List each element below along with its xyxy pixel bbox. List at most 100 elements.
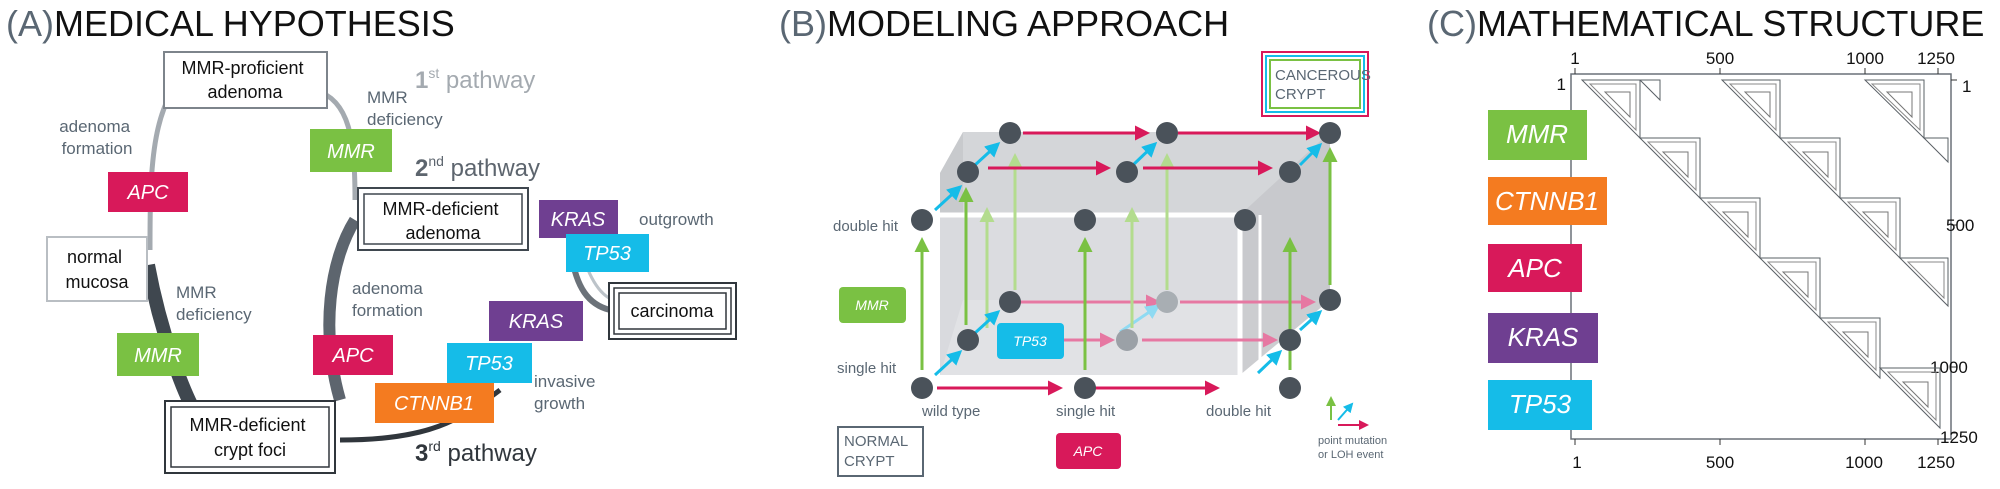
node-000 [911, 377, 933, 399]
panel-c: (C)MATHEMATICAL STRUCTURE 1 500 1000 125… [1427, 3, 1984, 472]
gene-tag-tp53-2: TP53 [447, 343, 532, 383]
sparsity-block-7 [1698, 197, 1761, 260]
sparsity-block-12 [1898, 257, 1949, 308]
box-normal-mucosa-line2: mucosa [65, 272, 129, 292]
box-carcinoma-inner2 [618, 292, 727, 330]
arrow-cyan-7 [1256, 349, 1283, 375]
panel-a-letter: (A) [6, 3, 54, 44]
matrix-side-axes: 1 1 500 1000 1250 [1557, 75, 1978, 447]
matrix-bottom-axis: 1 500 1000 1250 [1572, 439, 1955, 472]
gene-tag-mmr-1: MMR [310, 129, 392, 172]
svg-text:MMR: MMR [855, 297, 888, 313]
sparsity-block-1 [1580, 79, 1661, 140]
arrow-cyan-2 [973, 309, 1001, 335]
box-crypt-foci-line1: MMR-deficient [189, 415, 305, 435]
sparsity-block-2 [1638, 137, 1701, 200]
arrow-cyan-6 [1298, 142, 1323, 167]
svg-text:MMR-deficient adenoma: MMR-deficient adenoma [382, 199, 503, 243]
tick-right-label-1000: 1000 [1930, 358, 1968, 377]
label-mmr-deficiency-2b: deficiency [176, 305, 252, 324]
matrix-top-axis: 1 500 1000 1250 [1570, 49, 1955, 74]
svg-text:invasive growth: invasive growth [534, 372, 600, 413]
svg-text:MMR: MMR [134, 345, 182, 367]
panel-a: (A)MEDICAL HYPOTHESIS MMR-proficient ade… [6, 3, 737, 474]
legend-line2: or LOH event [1318, 449, 1383, 461]
node-221 [1319, 122, 1341, 144]
tick-right-label-1: 1 [1962, 77, 1971, 96]
node-001 [911, 209, 933, 231]
node-111 [1116, 161, 1138, 183]
svg-text:TP53: TP53 [1509, 389, 1572, 419]
svg-text:KRAS: KRAS [1508, 322, 1579, 352]
node-120 [1156, 291, 1178, 313]
svg-text:TP53: TP53 [583, 243, 631, 265]
y-label-single-hit: single hit [837, 360, 897, 377]
gene-tag-apc-2: APC [313, 335, 393, 375]
node-200 [1279, 377, 1301, 399]
panel-b-title: MODELING APPROACH [827, 3, 1229, 44]
normal-crypt-line2: CRYPT [844, 453, 895, 470]
svg-text:point mutation or LOH: point mutation or LOH event [1318, 435, 1390, 461]
mutation-legend: point mutation or LOH event [1318, 396, 1390, 461]
y-label-double-hit: double hit [833, 218, 899, 235]
svg-text:normal mucosa: normal mucosa [65, 247, 129, 292]
legend-cyan-arrow [1337, 402, 1354, 421]
gene-tag-tp53-b: TP53 [997, 323, 1064, 359]
svg-text:(C)MATHEMATICAL STRUCTURE: (C)MATHEMATICAL STRUCTURE [1427, 3, 1984, 44]
label-adenoma-formation-2a: adenoma [352, 279, 423, 298]
svg-text:MMR-deficient crypt foci: MMR-deficient crypt foci [189, 415, 310, 460]
panel-b-letter: (B) [779, 3, 827, 44]
node-110 [1116, 329, 1138, 351]
cancerous-crypt-line1: CANCEROUS [1275, 67, 1371, 84]
svg-text:MMR deficiency: MMR deficiency [367, 88, 443, 129]
gene-tag-kras-c: KRAS [1488, 313, 1598, 363]
node-100 [1074, 377, 1096, 399]
arrow-cyan-5 [1131, 141, 1158, 167]
svg-text:CTNNB1: CTNNB1 [1495, 186, 1599, 216]
label-adenoma-formation-1b: formation [62, 139, 133, 158]
svg-text:MMR: MMR [1506, 119, 1568, 149]
box-crypt-foci [164, 400, 336, 474]
x-label-single-hit: single hit [1056, 403, 1116, 420]
gene-tag-kras-1: KRAS [539, 200, 618, 238]
svg-text:NORMAL CRYPT: NORMAL CRYPT [844, 433, 912, 470]
arrow-cyan-light [1119, 304, 1161, 334]
label-adenoma-formation-2b: formation [352, 301, 423, 320]
box-mmr-deficient-adenoma-line1: MMR-deficient [382, 199, 498, 219]
box-normal-mucosa [46, 236, 148, 302]
label-adenoma-formation-1a: adenoma [59, 117, 130, 136]
box-mmr-deficient-adenoma-line2: adenoma [405, 223, 481, 243]
tick-top-label-1000: 1000 [1846, 49, 1884, 68]
gene-tag-mmr-2: MMR [117, 333, 199, 376]
gene-tag-mmr-c: MMR [1488, 110, 1587, 160]
svg-text:MMR-proficient adenoma: MMR-proficient adenoma [181, 58, 308, 102]
svg-text:MMR: MMR [327, 141, 375, 163]
box-crypt-foci-inner [170, 406, 330, 468]
x-label-wild-type: wild type [921, 403, 980, 420]
x-label-double-hit: double hit [1206, 403, 1272, 420]
label-invasive-growth-b: growth [534, 394, 585, 413]
cancerous-crypt-badge: CANCEROUS CRYPT [1261, 51, 1371, 117]
tick-bottom-label-1000: 1000 [1845, 453, 1883, 472]
gene-tag-mmr-b: MMR [839, 287, 906, 323]
svg-text:adenoma formation: adenoma formation [352, 279, 428, 320]
box-carcinoma-label: carcinoma [630, 301, 714, 321]
gene-tag-tp53-1: TP53 [566, 234, 649, 272]
arrow-cyan-4 [973, 141, 1001, 167]
tick-right-label-500: 500 [1946, 216, 1974, 235]
svg-text:MMR deficiency: MMR deficiency [176, 283, 252, 324]
label-mmr-deficiency-1b: deficiency [367, 110, 443, 129]
legend-line1: point mutation [1318, 435, 1387, 447]
svg-text:APC: APC [1506, 253, 1562, 283]
tick-top-label-500: 500 [1706, 49, 1734, 68]
label-mmr-deficiency-1a: MMR [367, 88, 408, 107]
pathway-3-label: 3rd pathway [415, 438, 537, 467]
box-mmr-deficient-adenoma [357, 187, 529, 251]
sparsity-block-6 [1922, 137, 1949, 164]
label-invasive-growth-a: invasive [534, 372, 595, 391]
sparsity-block-9 [1838, 197, 1901, 260]
svg-text:TP53: TP53 [1013, 333, 1047, 349]
cube-nodes [911, 122, 1341, 399]
tick-top-label-1: 1 [1570, 49, 1579, 68]
gene-tag-ctnnb1: CTNNB1 [375, 383, 494, 423]
